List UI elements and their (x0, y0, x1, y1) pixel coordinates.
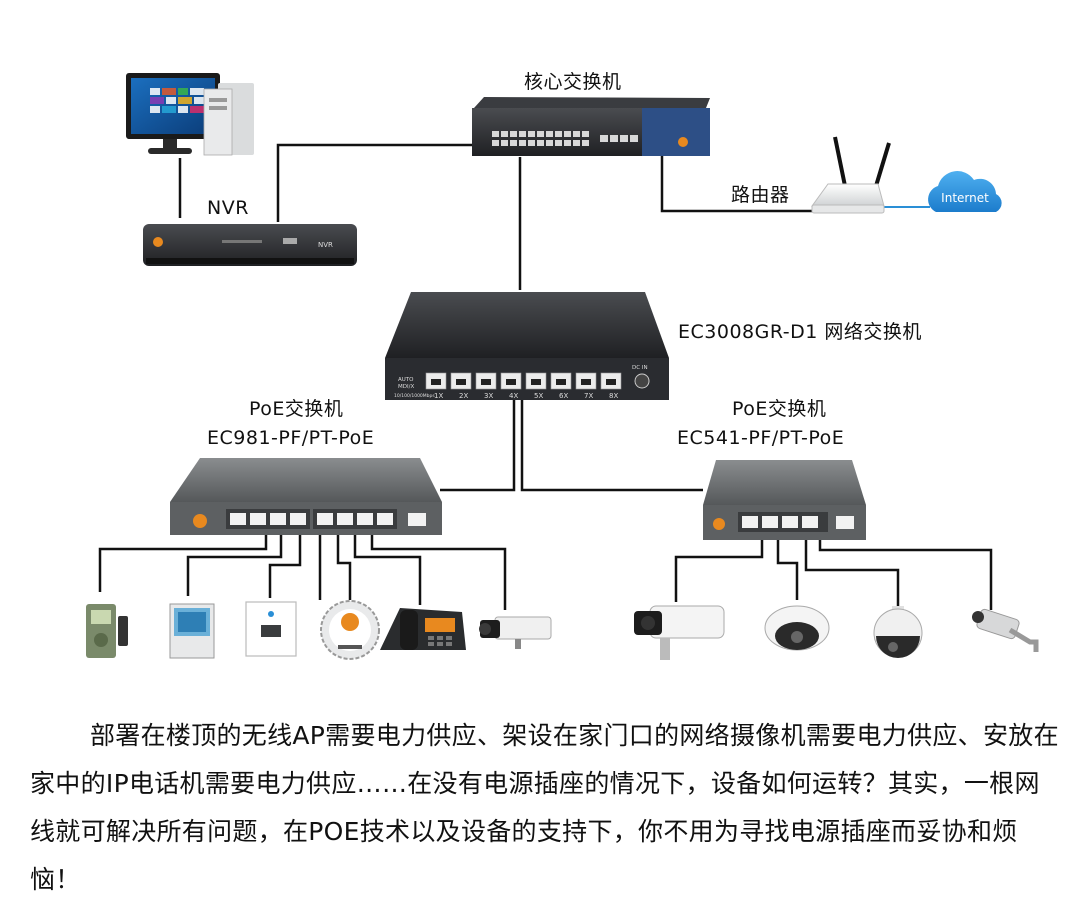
box-camera-icon (479, 616, 552, 649)
rack-switch-icon (472, 97, 710, 156)
line-left-dev1 (98, 535, 268, 592)
line-left-dev2 (186, 535, 283, 596)
ec3008-port-label: 3X (484, 392, 493, 400)
internet-cloud-icon: Internet (928, 171, 1002, 212)
access-control-terminal-icon (86, 604, 128, 658)
dc-jack-icon (634, 373, 650, 389)
wall-mount-camera-icon (972, 608, 1039, 652)
poe-left-title: PoE交换机 (249, 398, 344, 420)
ec3008-model-label: EC3008GR-D1 网络交换机 (678, 321, 922, 343)
line-nvr-core (276, 143, 472, 222)
poe-right-title: PoE交换机 (732, 398, 827, 420)
poe-right-model: EC541-PF/PT-PoE (677, 427, 845, 449)
router-label: 路由器 (731, 184, 790, 206)
line-right-dev1 (674, 540, 764, 602)
line-ec3008-right (520, 400, 703, 492)
core-switch-ports (492, 131, 638, 146)
ec3008-dcin-text: DC IN (632, 365, 648, 371)
line-right-dev4 (818, 540, 993, 610)
internet-label: Internet (941, 191, 989, 205)
bullet-camera-icon (634, 605, 725, 660)
ec3008-speed-text: 10/100/1000Mbps (394, 393, 435, 399)
network-switch-icon: AUTO MDI/X 10/100/1000Mbps DC IN 1X 2X 3… (385, 292, 669, 400)
core-switch-label: 核心交换机 (524, 71, 622, 93)
line-left-dev7 (370, 535, 507, 610)
ec3008-port-label: 4X (509, 392, 518, 400)
poe-switch-5port-icon (703, 460, 866, 540)
connection-lines (98, 143, 993, 610)
poe-switch-9port-icon (170, 458, 442, 535)
dome-camera-icon (764, 605, 830, 651)
ec3008-auto-text: AUTO (398, 377, 414, 383)
nvr-label: NVR (207, 197, 249, 219)
ec3008-port-label: 5X (534, 392, 543, 400)
poe-left-model: EC981-PF/PT-PoE (207, 427, 375, 449)
line-core-router (660, 155, 812, 213)
ip-phone-icon (380, 608, 466, 650)
ec3008-port-label: 7X (584, 392, 593, 400)
description-paragraph: 部署在楼顶的无线AP需要电力供应、架设在家门口的网络摄像机需要电力供应、安放在家… (30, 712, 1060, 904)
ec3008-port-label: 8X (609, 392, 618, 400)
ec3008-port-label: 6X (559, 392, 568, 400)
line-left-dev6 (353, 535, 422, 605)
ec3008-port-label: 2X (459, 392, 468, 400)
ec3008-port-label: 1X (434, 392, 443, 400)
paragraph-text: 部署在楼顶的无线AP需要电力供应、架设在家门口的网络摄像机需要电力供应、安放在家… (30, 721, 1059, 894)
nvr-panel-text: NVR (318, 241, 333, 249)
wall-ap-icon (245, 601, 297, 657)
line-right-dev3 (804, 540, 900, 606)
wall-panel-icon (169, 603, 215, 659)
ptz-camera-icon (873, 606, 923, 658)
nvr-recorder-icon: NVR (143, 224, 357, 266)
wifi-router-icon (811, 136, 891, 214)
line-ec3008-left (440, 400, 516, 492)
desktop-computer-icon (126, 73, 254, 156)
line-right-dev2 (776, 540, 799, 600)
ec3008-mdi-text: MDI/X (398, 384, 414, 390)
line-left-dev3 (268, 535, 302, 598)
ceiling-ap-icon (320, 600, 380, 660)
line-left-dev5 (336, 535, 352, 600)
